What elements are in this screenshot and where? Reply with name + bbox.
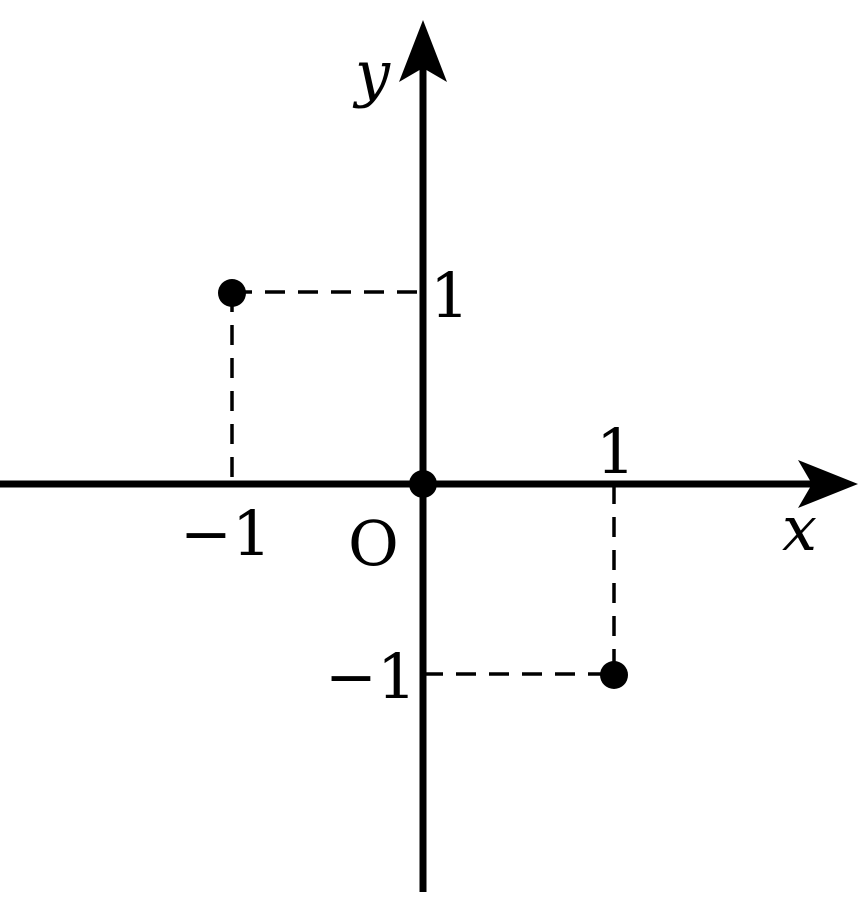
x-axis-arrowhead [798, 460, 858, 508]
origin-label: O [348, 507, 399, 580]
tick-label-y-negative: −1 [325, 640, 416, 713]
x-axis-label: x [782, 492, 817, 565]
tick-label-x-positive: 1 [596, 415, 635, 488]
point-1 [600, 661, 628, 689]
points-layer [218, 279, 628, 689]
y-axis-label: y [352, 37, 391, 110]
tick-label-y-positive: 1 [430, 259, 469, 332]
origin-point [409, 470, 437, 498]
tick-label-x-negative: −1 [180, 497, 271, 570]
point-0 [218, 279, 246, 307]
y-axis-arrowhead [399, 20, 447, 82]
